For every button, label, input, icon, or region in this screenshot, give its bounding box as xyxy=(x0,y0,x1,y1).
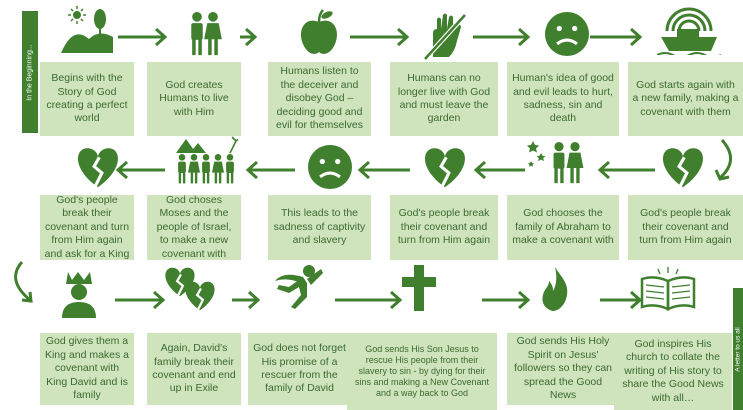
flow-arrow xyxy=(115,160,165,180)
step-text: God chooses the family of Abraham to mak… xyxy=(512,207,614,247)
flow-arrow xyxy=(473,27,531,47)
step-text: God choses Moses and the people of Israe… xyxy=(156,193,232,260)
flow-arrow xyxy=(245,160,295,180)
king-icon xyxy=(62,272,96,318)
flow-arrow xyxy=(597,160,655,180)
step-text: God creates Humans to live with Him xyxy=(159,78,229,118)
step-text: God inspires His church to collate the w… xyxy=(622,337,724,404)
family-stars-icon xyxy=(527,141,584,184)
step-text: Humans listen to the deceiver and disobe… xyxy=(276,65,363,132)
step-box: God chooses the family of Abraham to mak… xyxy=(507,195,619,260)
landscape-sun-icon xyxy=(61,6,113,53)
flow-arrow xyxy=(482,290,531,310)
broken-heart-icon xyxy=(425,148,465,188)
flow-arrow xyxy=(350,27,410,47)
flow-arrow xyxy=(115,290,166,310)
flow-arrow xyxy=(473,160,525,180)
step-box: Begins with the Story of God creating a … xyxy=(40,62,134,136)
row-connector-arrow xyxy=(714,138,732,181)
step-box: God's people break their covenant and tu… xyxy=(390,195,498,260)
broken-hearts-icon xyxy=(165,267,215,311)
people-pyramids-icon xyxy=(176,136,238,184)
flow-arrow xyxy=(240,27,258,47)
step-box: This leads to the sadness of captivity a… xyxy=(268,195,371,260)
step-box: Humans listen to the deceiver and disobe… xyxy=(268,62,371,136)
step-text: Humans can no longer live with God and m… xyxy=(397,72,491,125)
step-text: God gives them a King and makes a covena… xyxy=(44,335,130,402)
step-box: Humans can no longer live with God and m… xyxy=(390,62,498,136)
cross-icon xyxy=(402,265,436,311)
step-text: God's people break their covenant and tu… xyxy=(44,193,130,260)
apple-icon xyxy=(300,9,338,54)
step-box: God inspires His church to collate the w… xyxy=(614,333,732,410)
step-text: Again, David's family break their covena… xyxy=(152,342,236,395)
broken-heart-icon xyxy=(78,148,118,188)
step-box: God does not forget His promise of a res… xyxy=(248,333,351,405)
sad-face-icon xyxy=(545,12,589,56)
step-box: God's people break their covenant and tu… xyxy=(628,195,743,260)
broken-heart-icon xyxy=(663,148,703,188)
flow-arrow xyxy=(232,290,261,310)
open-book-icon xyxy=(640,267,696,311)
step-box: God creates Humans to live with Him xyxy=(147,62,241,136)
flow-arrow xyxy=(335,290,403,310)
step-box: God choses Moses and the people of Israe… xyxy=(147,193,241,260)
step-text: God sends His Son Jesus to rescue His pe… xyxy=(354,344,490,398)
step-text: God sends His Holy Spirit on Jesus' foll… xyxy=(513,335,613,402)
step-text: God starts again with a new family, maki… xyxy=(632,78,739,118)
step-box: God starts again with a new family, maki… xyxy=(628,62,743,136)
step-box: God sends His Holy Spirit on Jesus' foll… xyxy=(507,333,619,405)
flame-icon xyxy=(542,267,568,311)
step-text: This leads to the sadness of captivity a… xyxy=(273,207,366,247)
step-text: God does not forget His promise of a res… xyxy=(253,342,346,395)
man-woman-icon xyxy=(191,12,222,56)
sad-face-icon xyxy=(308,145,352,189)
side-label-tab: In the Beginning... xyxy=(22,11,38,133)
flow-arrow xyxy=(600,290,643,310)
step-text: Human's idea of good and evil leads to h… xyxy=(512,72,614,125)
step-box: God sends His Son Jesus to rescue His pe… xyxy=(347,333,497,410)
row-connector-arrow xyxy=(14,261,33,303)
step-text: Begins with the Story of God creating a … xyxy=(46,72,128,125)
blocked-hand-icon xyxy=(423,13,467,61)
step-box: God's people break their covenant and tu… xyxy=(40,193,134,260)
step-box: Again, David's family break their covena… xyxy=(147,333,241,405)
ark-rainbow-icon xyxy=(657,7,721,55)
right-label-tab: A letter to us all xyxy=(733,288,743,410)
flow-arrow xyxy=(118,27,168,47)
step-box: Human's idea of good and evil leads to h… xyxy=(507,62,619,136)
rescuer-icon xyxy=(275,265,323,309)
flow-arrow xyxy=(590,27,643,47)
flow-arrow xyxy=(357,160,410,180)
step-text: God's people break their covenant and tu… xyxy=(639,207,732,247)
step-text: God's people break their covenant and tu… xyxy=(397,207,491,247)
step-box: God gives them a King and makes a covena… xyxy=(40,333,134,405)
